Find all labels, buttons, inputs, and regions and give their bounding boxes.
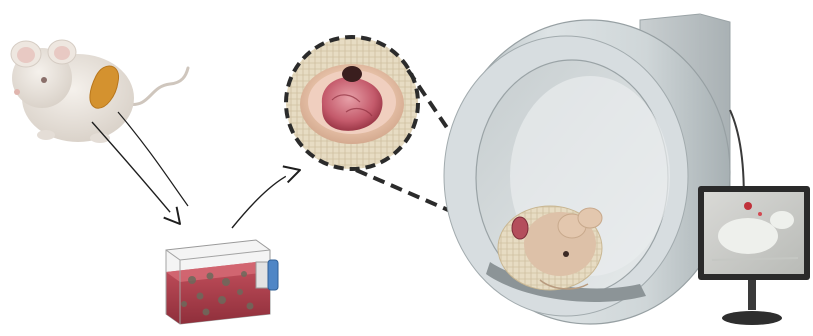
recipient-mouse: [498, 206, 602, 290]
display-monitor: [698, 186, 810, 325]
zoomed-tumor-view: [284, 36, 424, 176]
donor-mouse: [11, 40, 188, 143]
arrow-mouse-to-flask: [92, 122, 180, 224]
culture-flask: [166, 240, 278, 324]
arrow-flask-to-zoom: [232, 170, 300, 228]
